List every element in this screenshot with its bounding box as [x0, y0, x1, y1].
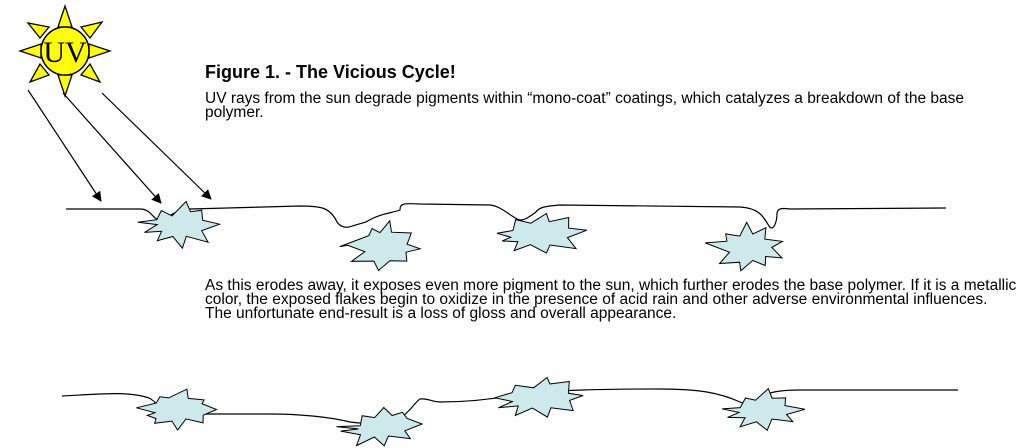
erosion-paragraph: As this erodes away, it exposes even mor… [205, 279, 1017, 321]
uv-ray-arrow [102, 93, 211, 199]
sun-label: UV [43, 36, 87, 69]
pigment-particles-lower [136, 378, 805, 446]
uv-ray-arrow [28, 90, 101, 201]
pigment-particle-icon [705, 222, 782, 270]
pigment-particle-icon [497, 214, 587, 254]
figure-label: Figure 1. [205, 62, 280, 82]
pigment-particles-upper [138, 202, 783, 271]
figure-title-text: The Vicious Cycle! [296, 62, 456, 82]
uv-ray-arrow [63, 93, 161, 203]
pigment-particle-icon [722, 389, 805, 431]
figure-title: Figure 1. - The Vicious Cycle! [205, 62, 456, 83]
pigment-particle-icon [136, 389, 216, 430]
pigment-particle-icon [340, 221, 420, 271]
pigment-particle-icon [337, 408, 423, 446]
sun-icon: UV [20, 6, 110, 96]
intro-paragraph: UV rays from the sun degrade pigments wi… [205, 92, 1005, 120]
uv-rays [28, 90, 211, 203]
pigment-particle-icon [495, 378, 584, 418]
figure-title-separator: - [280, 62, 296, 82]
